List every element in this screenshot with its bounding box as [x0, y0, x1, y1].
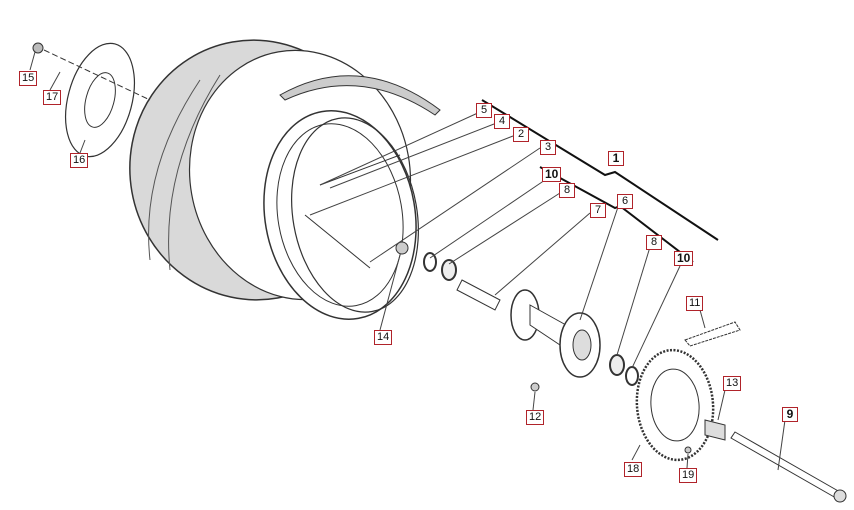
leader-lines	[29, 51, 786, 471]
chain	[684, 321, 741, 347]
callout-6: 6	[617, 194, 633, 209]
callout-2: 2	[513, 127, 529, 142]
assembly-bracket-6	[539, 166, 694, 263]
bearing-left	[441, 259, 457, 281]
rim-tape	[279, 75, 441, 116]
axle	[730, 431, 841, 499]
callout-5: 5	[476, 103, 492, 118]
callout-13: 13	[723, 376, 742, 391]
hub	[510, 289, 601, 378]
assembly-bracket-1	[481, 99, 719, 241]
callout-12: 12	[526, 410, 545, 425]
callout-9: 9	[782, 407, 798, 422]
callout-8-right: 8	[646, 235, 662, 250]
callout-8-left: 8	[559, 183, 575, 198]
callout-7: 7	[590, 203, 606, 218]
callout-4: 4	[494, 114, 510, 129]
hub-bolt	[530, 382, 540, 392]
collar	[704, 419, 726, 441]
callout-3: 3	[540, 140, 556, 155]
valve	[395, 241, 409, 255]
callout-10-left: 10	[542, 167, 562, 182]
sprocket-bolt	[684, 446, 692, 454]
callout-15: 15	[19, 71, 38, 86]
callout-16: 16	[70, 153, 89, 168]
bearing-right	[609, 354, 625, 376]
oil-seal-left	[423, 252, 437, 272]
callout-11: 11	[686, 296, 704, 311]
callout-18: 18	[624, 462, 643, 477]
callout-14: 14	[374, 330, 393, 345]
callout-10-right: 10	[674, 251, 694, 266]
callout-1: 1	[608, 151, 624, 166]
oil-seal-right	[625, 366, 639, 386]
callout-17: 17	[43, 90, 62, 105]
callout-19: 19	[679, 468, 698, 483]
nut	[32, 42, 44, 54]
spacer	[456, 279, 501, 311]
